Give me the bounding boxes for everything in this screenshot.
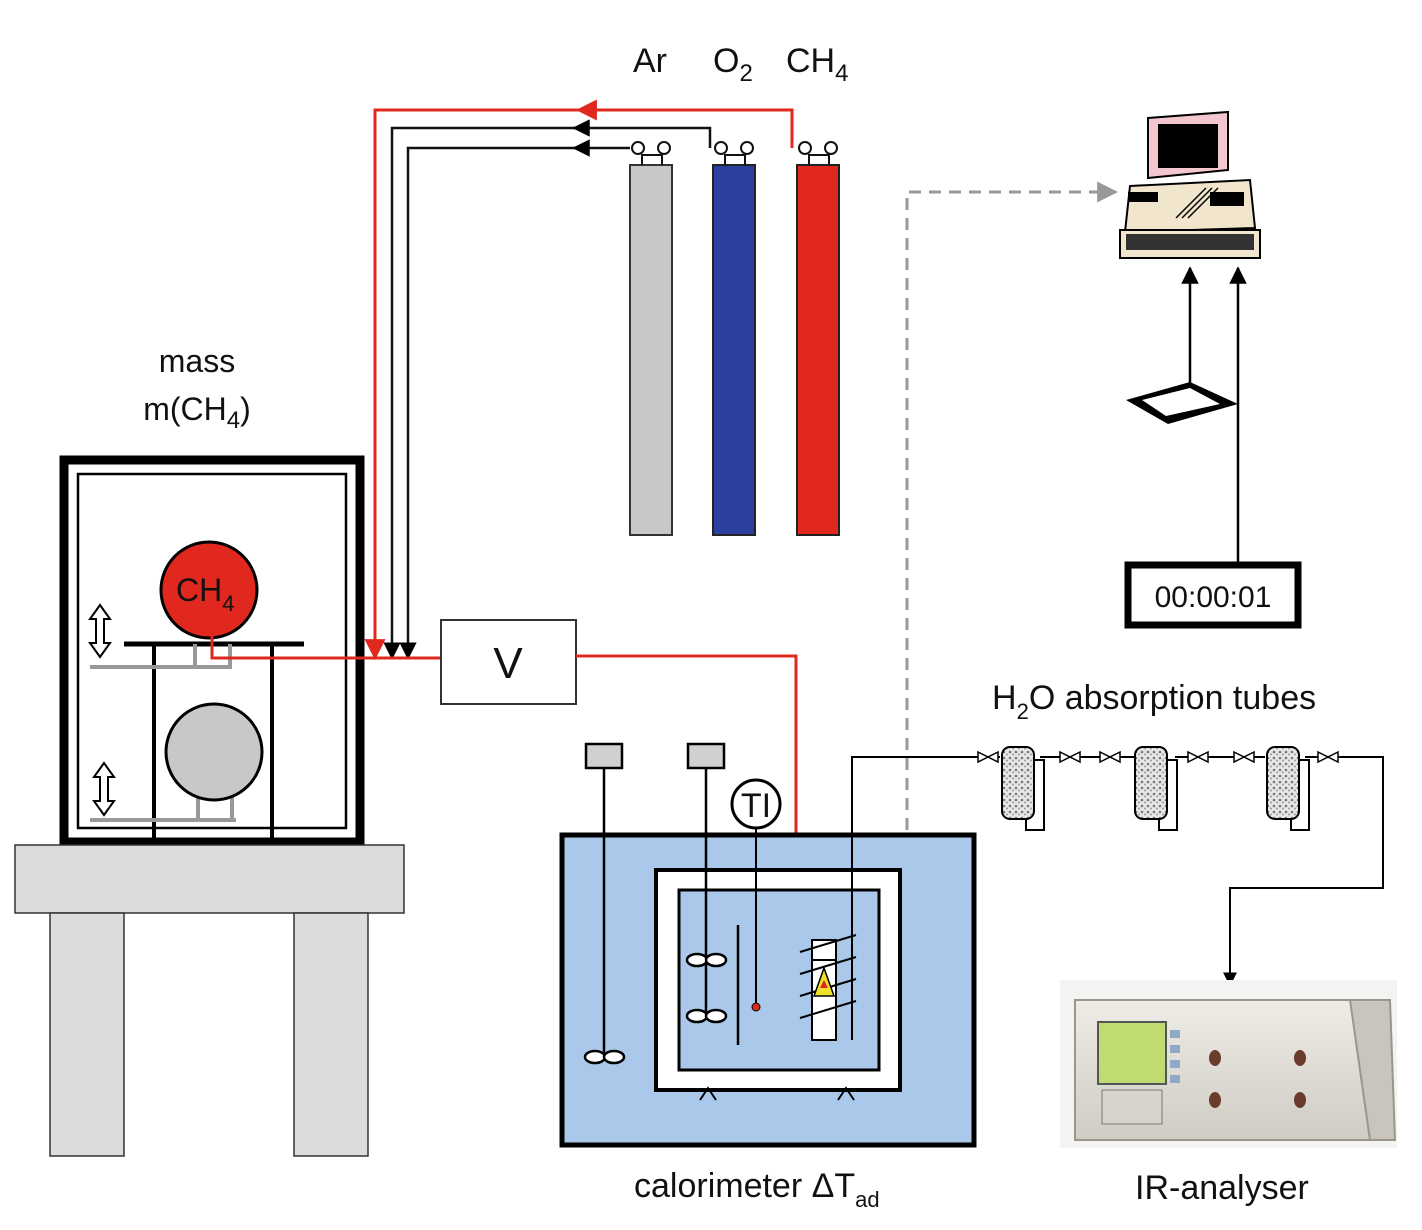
- absorption-tube-icon: [1266, 746, 1310, 831]
- gas-supply-lines: [364, 99, 794, 661]
- reference-bottle: [164, 702, 264, 802]
- methane-label: CH4: [786, 42, 848, 87]
- cylinder-regulators-icon: [631, 141, 838, 165]
- valve-label: V: [493, 639, 523, 688]
- oxygen-label: O2: [713, 42, 753, 87]
- calorimeter: TI calorimeter ΔTad: [559, 742, 977, 1212]
- methane-bottle-label: CH4: [176, 572, 234, 616]
- gas-cylinders: Ar O2 CH4: [629, 42, 848, 536]
- oxygen-cylinder: [712, 164, 756, 536]
- methane-cylinder: [796, 164, 840, 536]
- argon-label: Ar: [633, 42, 667, 80]
- height-adjust-arrows-icon: [88, 603, 116, 817]
- balance-table-leg: [49, 912, 125, 1157]
- ir-analyser-device-icon: [1060, 980, 1397, 1148]
- thermometer: TI: [730, 778, 782, 1012]
- balance-table-leg: [293, 912, 369, 1157]
- burner-icon: [799, 934, 857, 1041]
- argon-supply-line: [399, 146, 630, 660]
- argon-cylinder: [629, 164, 673, 536]
- ir-analyser-label: IR-analyser: [1135, 1169, 1309, 1207]
- balance-table-top: [14, 844, 405, 914]
- calorimeter-exhaust-line: [851, 756, 975, 1040]
- signal-line: [905, 181, 1119, 830]
- mass-balance: mass m(CH4) CH4: [14, 343, 405, 1157]
- mass-formula-label: m(CH4): [143, 391, 251, 434]
- absorption-tube-icon: [1134, 746, 1178, 831]
- thermometer-label: TI: [741, 787, 771, 825]
- h2o-absorption-label: H2O absorption tubes: [992, 679, 1316, 724]
- timer-value: 00:00:01: [1155, 581, 1272, 614]
- absorption-tube-icon: [1001, 746, 1045, 831]
- timer-display: 00:00:01: [1124, 561, 1302, 629]
- h2o-absorption-tubes: H2O absorption tubes: [975, 679, 1384, 985]
- mass-label: mass: [159, 343, 235, 379]
- methane-bottle: [159, 540, 259, 640]
- valve-box: V: [440, 619, 577, 705]
- data-logger-icon: [1126, 382, 1238, 424]
- oxygen-supply-line: [383, 126, 712, 660]
- calorimeter-label: calorimeter ΔTad: [634, 1167, 880, 1212]
- computer-icon: [1119, 110, 1261, 259]
